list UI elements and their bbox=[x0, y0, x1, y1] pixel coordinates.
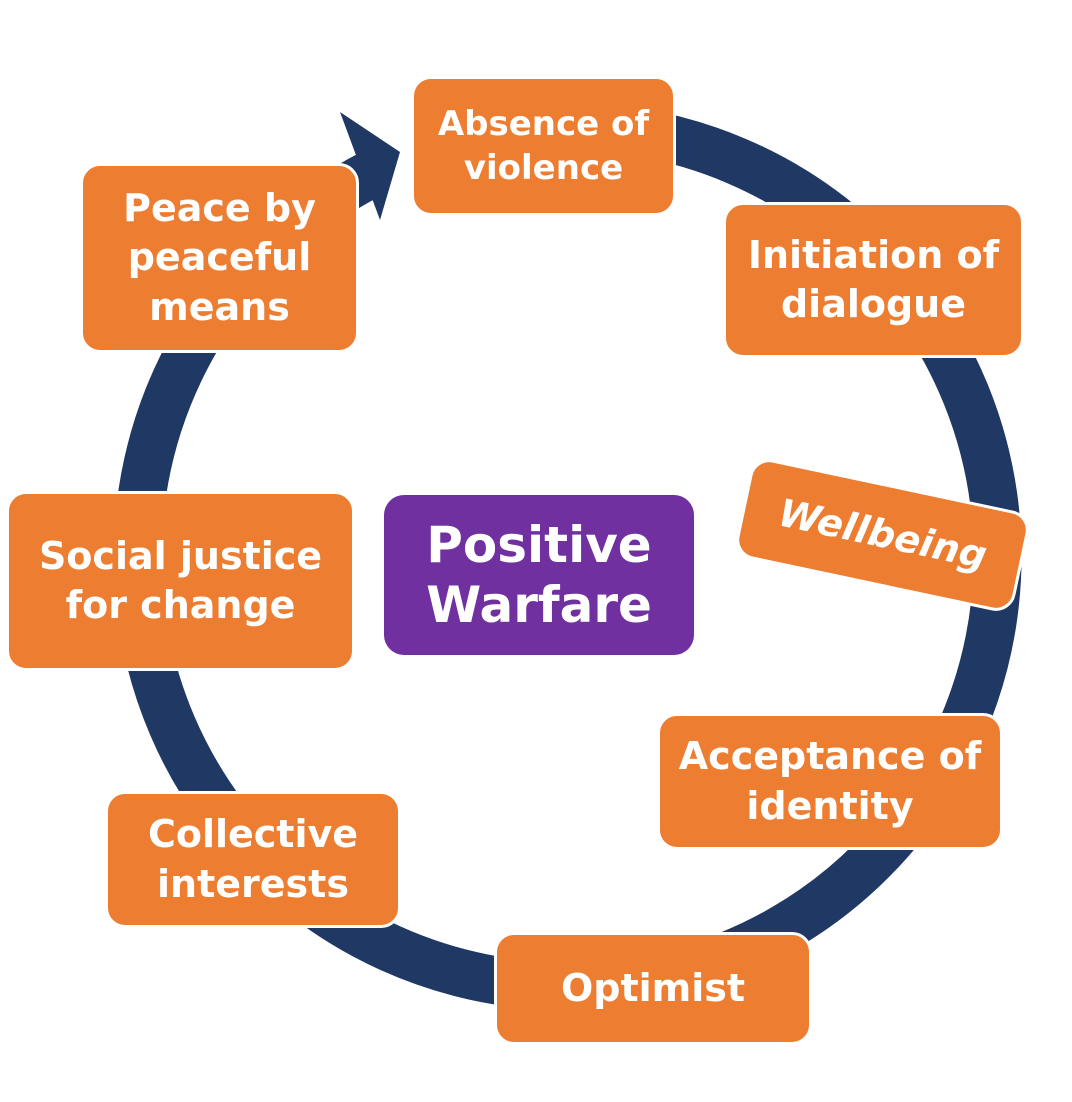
cycle-node-acceptance-of-identity: Acceptance of identity bbox=[657, 713, 1003, 850]
cycle-arrowhead bbox=[340, 112, 400, 220]
node-label: Acceptance of identity bbox=[678, 734, 982, 828]
node-label: Absence of violence bbox=[437, 103, 650, 188]
node-label: Peace by peaceful means bbox=[123, 185, 316, 329]
center-node-positive-warfare: Positive Warfare bbox=[384, 495, 694, 655]
center-label: Positive Warfare bbox=[426, 516, 652, 634]
cycle-node-social-justice-for-change: Social justice for change bbox=[6, 491, 355, 671]
cycle-node-optimist: Optimist bbox=[494, 932, 812, 1045]
node-label: Collective interests bbox=[147, 812, 359, 906]
node-label: Initiation of dialogue bbox=[747, 232, 1000, 326]
cycle-node-initiation-of-dialogue: Initiation of dialogue bbox=[723, 202, 1024, 358]
cycle-node-collective-interests: Collective interests bbox=[105, 791, 401, 928]
cycle-node-absence-of-violence: Absence of violence bbox=[411, 76, 676, 216]
cycle-node-peace-by-peaceful-means: Peace by peaceful means bbox=[80, 163, 359, 353]
node-label: Wellbeing bbox=[774, 490, 991, 578]
node-label: Optimist bbox=[560, 965, 746, 1010]
node-label: Social justice for change bbox=[38, 533, 323, 627]
